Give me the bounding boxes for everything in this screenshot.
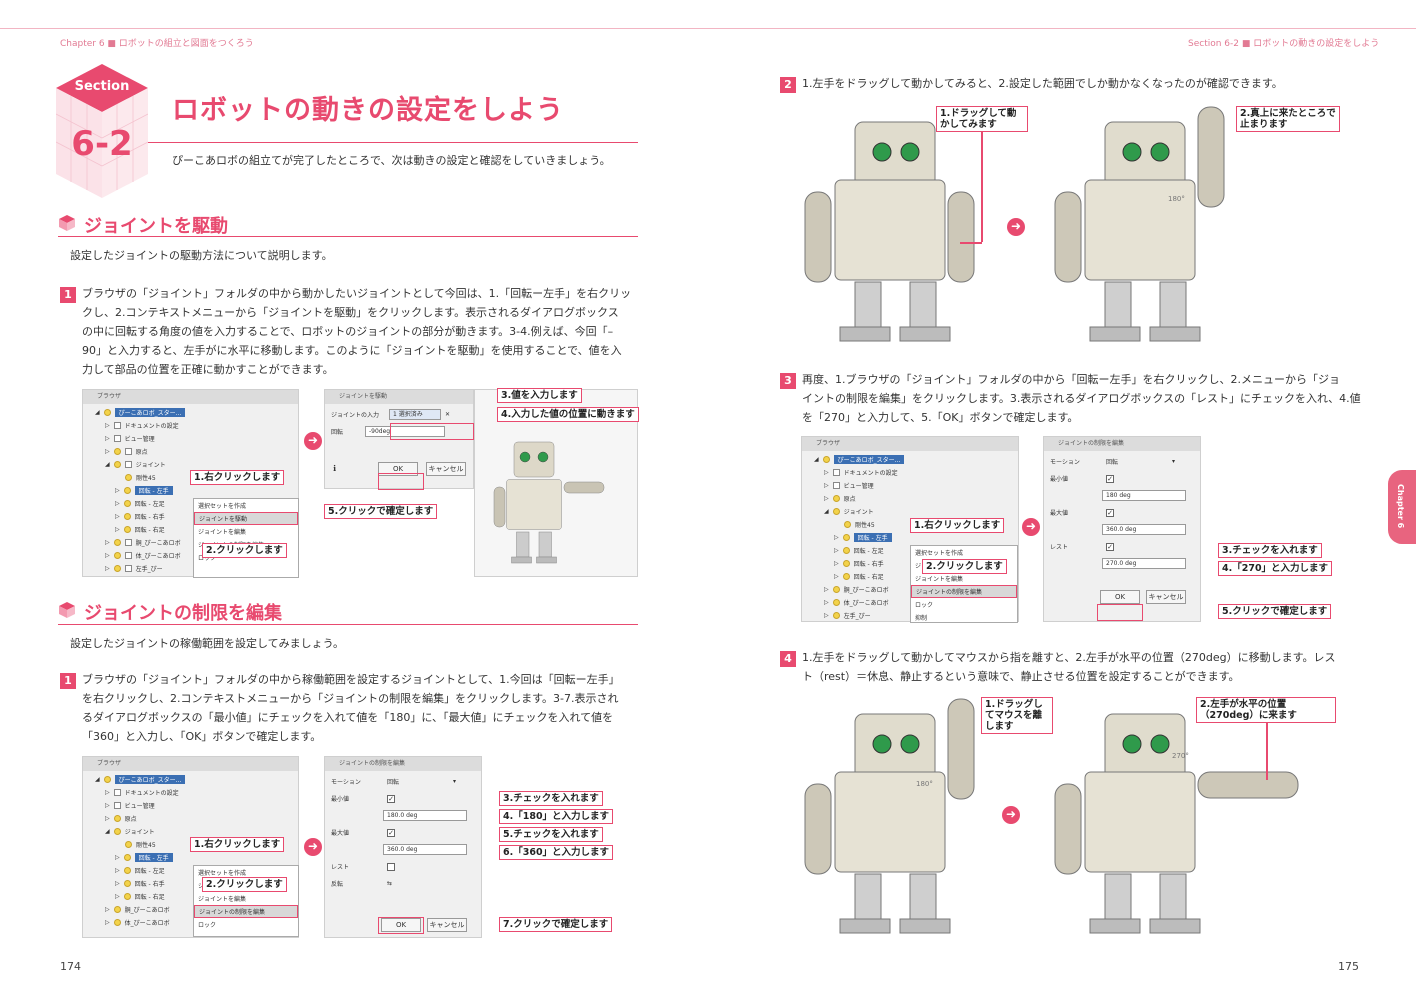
right-step4: 1.左手をドラッグして動かしてマウスから指を離すと、2.左手が水平の位置（270… <box>802 651 1336 683</box>
rotation-field[interactable]: -90deg <box>365 426 445 437</box>
browser-title: ブラウザ <box>83 390 298 404</box>
callout-moves: 4.入力した値の位置に動きます <box>497 407 639 422</box>
arrow-right-icon: ➜ <box>304 838 322 856</box>
ctx-drive-joint[interactable]: ジョイントを駆動 <box>194 512 298 525</box>
page-title: ロボットの動きの設定をしよう <box>172 95 564 126</box>
robot-figure-1 <box>800 102 1360 352</box>
step-number: 1 <box>60 287 76 303</box>
tree-joint45[interactable]: 剛性45 <box>95 471 298 484</box>
drive-intro: 設定したジョイントの駆動方法について説明します。 <box>70 249 333 262</box>
cancel-button[interactable]: キャンセル <box>426 461 467 476</box>
ctx-select-set[interactable]: 選択セットを作成 <box>198 503 247 510</box>
page-number-left: 174 <box>60 960 81 973</box>
limits-step1: ブラウザの「ジョイント」フォルダの中から稼働範囲を設定するジョイントとして、1.… <box>82 673 620 743</box>
tree-comp3[interactable]: ▷左手_ぴー <box>105 565 163 573</box>
right-step2: 1.左手をドラッグして動かしてみると、2.設定した範囲でしか動かなくなったのが確… <box>802 77 1283 90</box>
limits-dialog: ジョイントの制限を編集 モーション回転▾ 最小値✓ 180.0 deg 最大値✓… <box>324 756 482 938</box>
info-icon: ℹ <box>333 464 337 473</box>
callout-rightclick: 1.右クリックします <box>190 470 285 485</box>
arrow-right-icon: ➜ <box>1022 518 1040 536</box>
chapter-tab[interactable]: Chapter 6 <box>1388 470 1416 544</box>
rest-field[interactable]: 270.0 deg <box>1102 558 1186 569</box>
section-number: 6-2 <box>71 124 133 164</box>
context-menu: 選択セットを作成 ジョイントを駆動 ジョイントを編集 ジョイントの制限を編集 ロ… <box>193 498 299 578</box>
robot-figure-2 <box>800 694 1360 944</box>
ctx-edit-limits-hl[interactable]: ジョイントの制限を編集 <box>194 905 298 918</box>
page-number-right: 175 <box>1338 960 1359 973</box>
callout-ok: 5.クリックで確定します <box>324 504 438 519</box>
right-step3: 再度、1.ブラウザの「ジョイント」フォルダの中から「回転ー左手」を右クリックし、… <box>802 373 1361 424</box>
section-label: Section <box>74 79 130 94</box>
tree-rot-left[interactable]: ▷回転 - 左手 <box>95 484 298 497</box>
ctx-lock[interactable]: ロック <box>198 555 217 562</box>
top-rule <box>0 28 1416 29</box>
right-header: Section 6-2 ■ ロボットの動きの設定をしよう <box>1188 39 1380 49</box>
step-number: 4 <box>780 651 796 667</box>
ok-button[interactable]: OK <box>378 461 419 476</box>
arrow-right-icon: ➜ <box>304 432 322 450</box>
drive-step1: ブラウザの「ジョイント」フォルダの中から動かしたいジョイントとして今回は、1.「… <box>82 287 632 376</box>
step-number: 3 <box>780 373 796 389</box>
tree-rot-leftfoot[interactable]: ▷回転 - 左足 <box>115 500 165 508</box>
cube-icon <box>58 214 76 237</box>
arrow-right-icon: ➜ <box>1002 806 1020 824</box>
arrow-right-icon: ➜ <box>1007 218 1025 236</box>
section-cube: Section 6-2 <box>55 64 149 198</box>
tree-rot-rightfoot[interactable]: ▷回転 - 右足 <box>115 526 165 534</box>
tree-view[interactable]: ▷ビュー管理 <box>105 435 155 443</box>
angle-label: 180° <box>1168 195 1185 203</box>
step-number: 2 <box>780 77 796 93</box>
heading-limits: ジョイントの制限を編集 <box>58 599 282 625</box>
heading-drive: ジョイントを駆動 <box>58 212 228 238</box>
step-number: 1 <box>60 673 76 689</box>
tree-root[interactable]: ◢ぴーこあロボ_スター... <box>95 406 298 419</box>
page-subtitle: ぴーこあロボの組立てが完了したところで、次は動きの設定と確認をしていきましょう。 <box>172 154 611 167</box>
limits-dialog-2: ジョイントの制限を編集 モーション回転▾ 最小値✓ 180 deg 最大値✓ 3… <box>1043 436 1201 622</box>
callout-value: 3.値を入力します <box>497 388 582 403</box>
title-rule <box>148 142 638 143</box>
tree-origin[interactable]: ▷原点 <box>105 448 148 456</box>
tree-doc-settings[interactable]: ▷ドキュメントの設定 <box>105 422 179 430</box>
tree-comp1[interactable]: ▷胴_ぴーこあロボ <box>105 539 181 547</box>
cube-icon <box>58 601 76 624</box>
tree-rot-right[interactable]: ▷回転 - 右手 <box>115 513 165 521</box>
callout-click: 2.クリックします <box>202 543 287 558</box>
tree-comp2[interactable]: ▷体_ぴーこあロボ <box>105 552 181 560</box>
ctx-edit-joint[interactable]: ジョイントを編集 <box>198 529 247 536</box>
tree-joints[interactable]: ◢ジョイント <box>105 461 166 469</box>
limits-intro: 設定したジョイントの稼働範囲を設定してみましょう。 <box>70 637 345 650</box>
left-header: Chapter 6 ■ ロボットの組立と図面をつくろう <box>60 39 254 49</box>
joint-input-field[interactable]: 1 選択済み <box>389 409 441 420</box>
